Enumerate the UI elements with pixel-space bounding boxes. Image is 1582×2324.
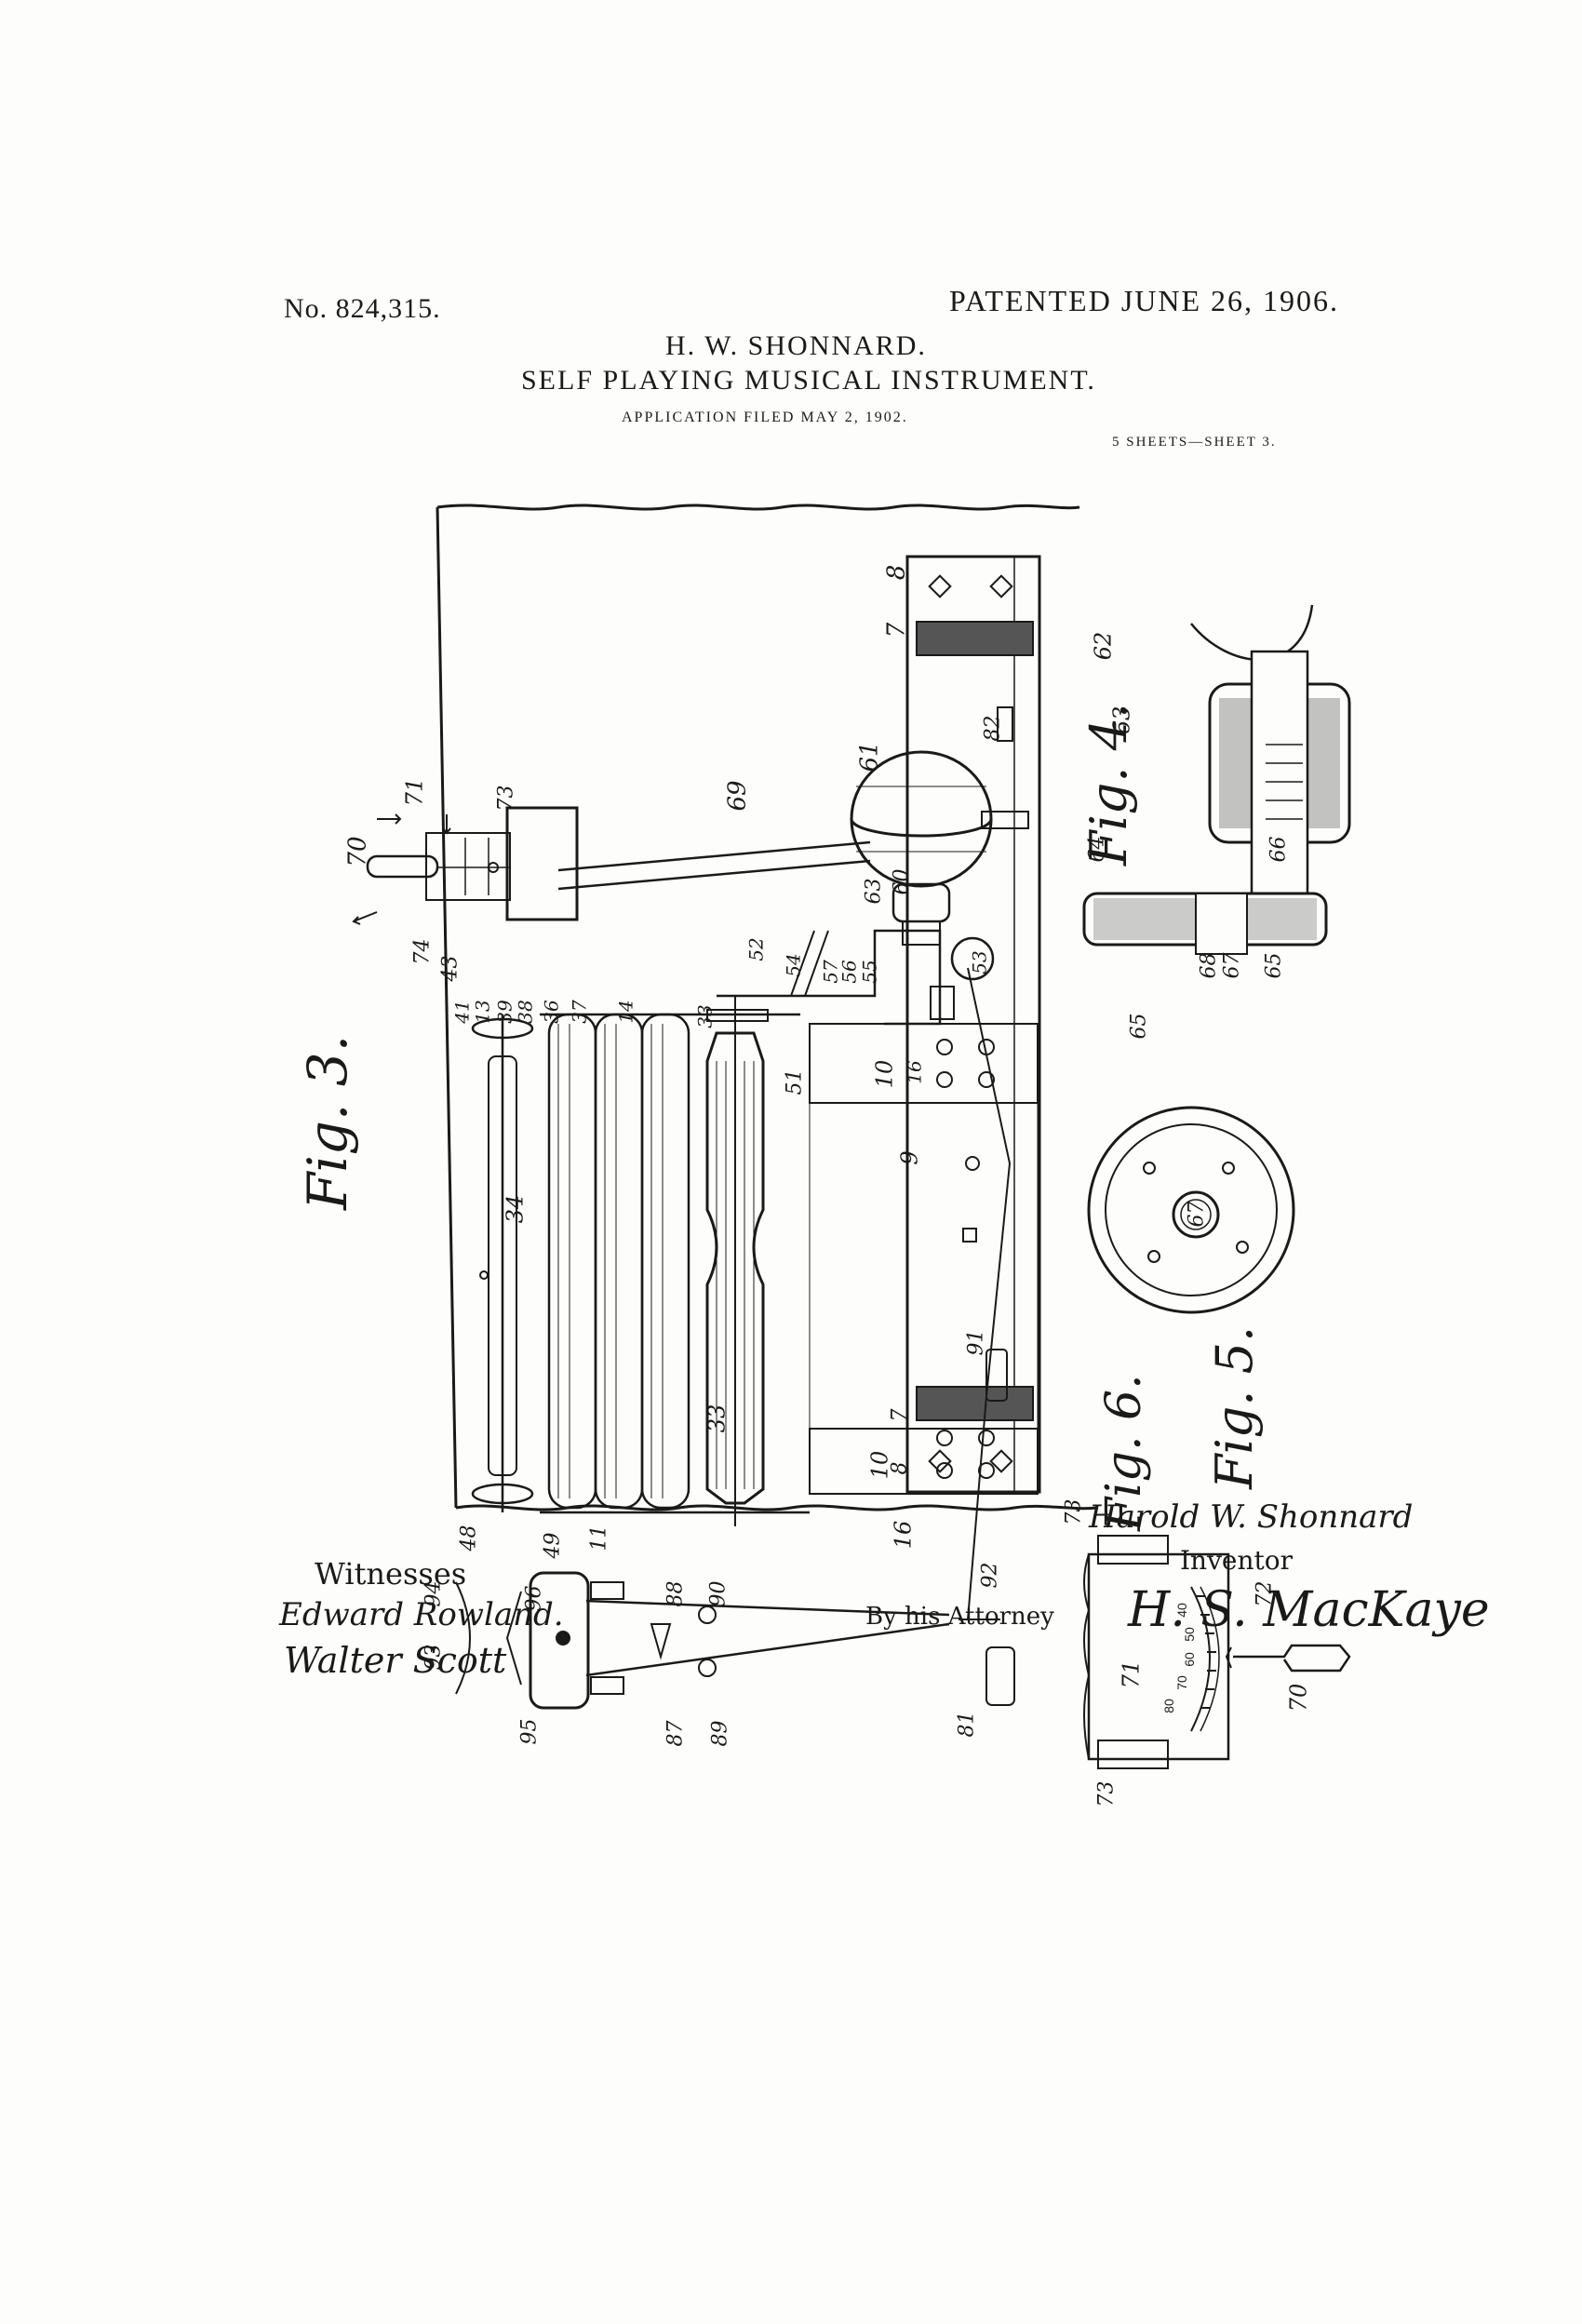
control-lever: [585, 1599, 950, 1677]
witness-signature: Walter Scott: [284, 1640, 507, 1681]
ref-numeral: 67: [1185, 1201, 1209, 1228]
ref-numeral: 87: [664, 1720, 688, 1747]
figure-5: [1087, 1106, 1295, 1314]
ref-numeral: 61: [855, 741, 884, 772]
ref-numeral: 16: [890, 1520, 917, 1550]
ref-numeral: 14: [614, 1000, 637, 1024]
ref-numeral: 34: [502, 1194, 529, 1224]
disc-outer: [1087, 1106, 1295, 1314]
ref-numeral: 71: [401, 777, 428, 807]
ref-numeral: 33: [704, 1404, 731, 1433]
ref-numeral: 73: [1094, 1780, 1119, 1807]
ref-numeral: 70: [1285, 1683, 1312, 1713]
ref-numeral: 8: [882, 564, 911, 581]
ref-numeral: 13: [471, 1000, 494, 1024]
ref-numeral: 63: [1108, 705, 1135, 735]
ref-numeral: 53: [968, 950, 991, 974]
ref-numeral: 51: [783, 1068, 807, 1095]
ref-numeral: 92: [978, 1562, 1002, 1589]
attorney-line: By his Attorney: [865, 1603, 1054, 1631]
ref-numeral: 69: [723, 780, 752, 812]
regulator-rod: [557, 840, 871, 891]
ref-numeral: 39: [493, 1000, 516, 1024]
regulator-handle: [366, 854, 439, 879]
fig6-body: [1087, 1552, 1230, 1761]
patent-date: PATENTED JUNE 26, 1906.: [949, 284, 1340, 317]
lever-handle: [529, 1571, 590, 1710]
bridge-bar: [809, 1428, 1039, 1495]
invention-title: SELF PLAYING MUSICAL INSTRUMENT.: [521, 365, 1096, 396]
figure-4: [1082, 604, 1351, 955]
ref-numeral: 60: [890, 868, 914, 895]
ref-numeral: 55: [858, 960, 881, 984]
ref-numeral: 91: [964, 1329, 988, 1356]
ref-numeral: 73: [494, 785, 518, 812]
ref-numeral: 48: [457, 1525, 481, 1552]
ref-numeral: 7: [882, 622, 911, 638]
ref-numeral: 9: [896, 1150, 923, 1165]
figure-3: [352, 504, 1099, 1710]
ref-numeral: 73: [1062, 1498, 1086, 1525]
dial-scale: 60: [1181, 1652, 1197, 1667]
music-roll: [640, 1013, 690, 1510]
ref-numeral: 49: [541, 1532, 565, 1559]
ref-numeral: 37: [568, 1000, 591, 1024]
ref-numeral: 90: [706, 1580, 731, 1607]
ref-numeral: 74: [410, 938, 435, 965]
ref-numeral: 38: [514, 1000, 537, 1024]
ref-numeral: 11: [587, 1525, 611, 1552]
ref-numeral: 63: [862, 878, 886, 905]
air-chamber-sphere: [850, 750, 993, 888]
ref-numeral: 66: [1267, 836, 1291, 863]
ref-numeral: 67: [1220, 952, 1244, 979]
spool-33: [705, 1031, 765, 1505]
ref-numeral: 95: [517, 1718, 542, 1745]
ref-numeral: 16: [903, 1060, 926, 1084]
ref-numeral: 68: [1197, 952, 1221, 979]
ref-numeral: 56: [838, 960, 861, 984]
ref-numeral: 71: [1118, 1659, 1145, 1689]
witness-signature: Edward Rowland.: [279, 1596, 564, 1633]
ref-numeral: 54: [782, 953, 805, 977]
fig3-label: Fig. 3.: [296, 1034, 359, 1210]
ref-numeral: 52: [744, 937, 768, 961]
ref-numeral: 88: [664, 1580, 688, 1607]
ref-numeral: 43: [438, 955, 463, 982]
inventor-name: H. W. SHONNARD.: [665, 330, 927, 361]
music-roll: [547, 1013, 597, 1510]
ref-numeral: 89: [708, 1720, 732, 1747]
fig5-label: Fig. 5.: [1205, 1325, 1264, 1489]
inventor-signature: Harold W. Shonnard: [1089, 1498, 1414, 1536]
patent-number: No. 824,315.: [284, 293, 441, 324]
ref-numeral: 65: [1262, 952, 1286, 979]
ref-numeral: 36: [540, 1000, 563, 1024]
ref-numeral: 8: [888, 1461, 912, 1475]
ref-numeral: 41: [450, 1000, 474, 1024]
ref-numeral: 33: [693, 1004, 717, 1028]
ref-numeral: 70: [343, 836, 372, 867]
ref-numeral: 7: [888, 1408, 912, 1422]
figure-6: [1083, 1535, 1351, 1769]
end-block-bottom: [916, 1386, 1034, 1421]
ref-numeral: 82: [981, 715, 1005, 742]
ref-numeral: 62: [1090, 631, 1117, 661]
ref-numeral: 65: [1127, 1013, 1151, 1040]
attorney-signature: H. S. MacKaye: [1128, 1582, 1490, 1638]
fig6-pointer: [1233, 1644, 1351, 1672]
end-block-top: [916, 621, 1034, 656]
witnesses-heading: Witnesses: [315, 1556, 467, 1592]
ref-numeral: 81: [955, 1711, 979, 1738]
ref-numeral: 64: [1085, 836, 1109, 863]
dial-scale: 70: [1173, 1675, 1189, 1690]
dial-scale: 80: [1160, 1699, 1176, 1713]
regulator-box: [505, 806, 579, 921]
music-roll: [594, 1013, 644, 1510]
application-filed-date: APPLICATION FILED MAY 2, 1902.: [622, 410, 908, 425]
sheets-label: 5 SHEETS—SHEET 3.: [1112, 435, 1277, 450]
inventor-label: Inventor: [1180, 1545, 1294, 1576]
ref-numeral: 10: [871, 1059, 898, 1089]
